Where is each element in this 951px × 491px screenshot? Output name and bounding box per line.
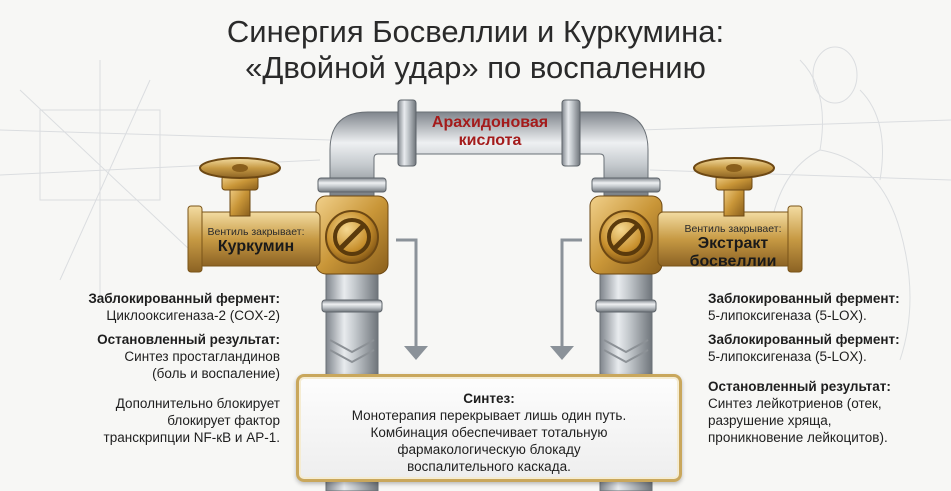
- right-enzyme-heading-1: Заблокированный фермент:: [708, 291, 900, 306]
- right-enzyme-heading-2: Заблокированный фермент:: [708, 332, 900, 347]
- synthesis-line-1: Монотерапия перекрывает лишь один путь.: [351, 408, 627, 423]
- right-enzyme-value-2: 5-липоксигеназа (5-LOX).: [708, 349, 867, 364]
- left-enzyme-heading: Заблокированный фермент:: [88, 291, 280, 306]
- elbow-collar-left: [317, 177, 387, 193]
- right-result-line-1: Синтез лейкотриенов (отек,: [708, 396, 882, 411]
- top-collar-left: [397, 99, 417, 167]
- left-enzyme-value: Циклооксигеназа-2 (COX-2): [106, 308, 280, 323]
- pipe-label-line-2: кислота: [458, 132, 522, 149]
- left-valve-name: Куркумин: [217, 238, 295, 255]
- left-result-line-2: (боль и воспаление): [152, 366, 280, 381]
- left-result-line-1: Синтез простагландинов: [124, 349, 280, 364]
- right-valve-plate: Вентиль закрывает: Экстракт босвеллии: [672, 223, 794, 271]
- left-flow-arrow: [396, 238, 418, 352]
- synthesis-box: Синтез: Монотерапия перекрывает лишь оди…: [296, 374, 682, 482]
- right-result-line-2: разрушение хряща,: [708, 413, 832, 428]
- left-info-block: Заблокированный фермент: Циклооксигеназа…: [40, 290, 280, 446]
- title-line-2: «Двойной удар» по воспалению: [245, 50, 706, 85]
- right-valve-name-line-2: босвеллии: [689, 253, 777, 270]
- synthesis-line-4: воспалительного каскада.: [407, 459, 571, 474]
- left-extra-line-1: Дополнительно блокирует: [115, 396, 280, 411]
- right-enzyme-value-1: 5-липоксигеназа (5-LOX).: [708, 308, 867, 323]
- left-result-heading: Остановленный результат:: [97, 332, 280, 347]
- synthesis-heading: Синтез:: [463, 391, 515, 406]
- page-title: Синергия Босвеллии и Куркумина: «Двойной…: [0, 14, 951, 86]
- top-collar-right: [561, 99, 581, 167]
- synthesis-line-3: фармакологическую блокаду: [397, 442, 581, 457]
- right-flow-arrow: [560, 238, 582, 352]
- pipe-label-line-1: Арахидоновая: [431, 114, 549, 131]
- synthesis-line-2: Комбинация обеспечивает тотальную: [370, 425, 608, 440]
- arachidonic-acid-label: Арахидоновая кислота: [415, 114, 565, 150]
- title-line-1: Синергия Босвеллии и Куркумина:: [226, 14, 725, 49]
- right-result-heading: Остановленный результат:: [708, 379, 891, 394]
- right-valve-name-line-1: Экстракт: [697, 235, 769, 252]
- left-valve-caption: Вентиль закрывает:: [207, 226, 305, 238]
- left-extra-line-2: блокирует фактор: [167, 413, 280, 428]
- elbow-collar-right: [591, 177, 661, 193]
- left-extra-line-3: транскрипции NF-кB и AP-1.: [103, 430, 280, 445]
- right-valve-caption: Вентиль закрывает:: [684, 223, 782, 235]
- right-result-line-3: проникновение лейкоцитов).: [708, 430, 888, 445]
- right-info-block: Заблокированный фермент: 5-липоксигеназа…: [708, 290, 948, 446]
- left-valve-plate: Вентиль закрывает: Куркумин: [197, 226, 315, 256]
